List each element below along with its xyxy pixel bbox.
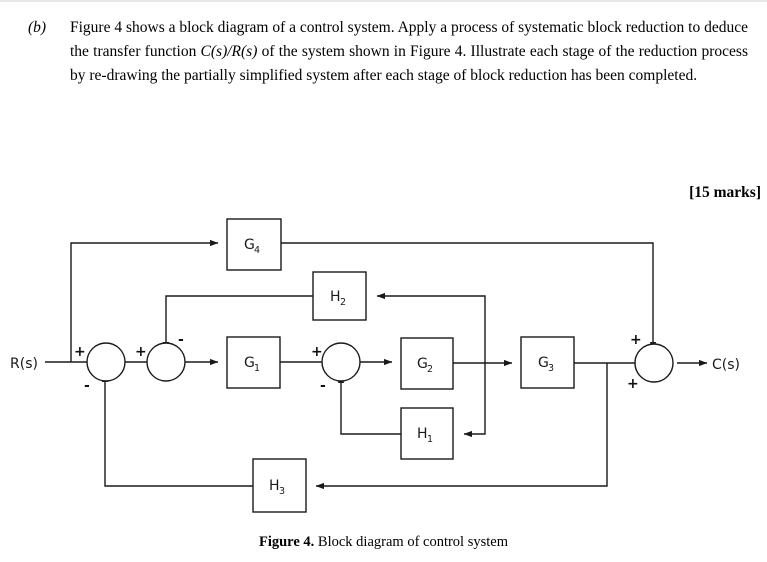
block-g1-subscript: 1 (254, 363, 260, 374)
block-g2-label: G (417, 356, 428, 372)
marks-allocation: [15 marks] (689, 184, 761, 201)
block-g1-label: G (244, 355, 255, 371)
sign-sum3-feedback: - (320, 378, 326, 394)
wire-branch-to-h3 (315, 363, 608, 490)
input-label-rs: R(s) (10, 356, 38, 372)
sign-sum4-top: + (630, 332, 642, 348)
question-text-part2: of the system shown in Figure 4. Illustr… (70, 43, 748, 84)
sign-sum1-input: + (74, 344, 86, 360)
block-g4-label: G (244, 237, 255, 253)
block-g3[interactable] (520, 336, 575, 389)
block-h1[interactable] (400, 407, 454, 460)
block-h2-subscript: 2 (340, 297, 346, 308)
summing-junction-2[interactable] (146, 342, 186, 382)
transfer-function-inline: C(s)/R(s) (200, 43, 258, 60)
block-g2-subscript: 2 (427, 364, 433, 375)
sign-sum2-input: + (135, 344, 147, 360)
block-h1-subscript: 1 (427, 434, 433, 445)
sign-sum3-input: + (311, 344, 323, 360)
block-h1-label: H (417, 426, 428, 442)
summing-junction-3[interactable] (321, 342, 361, 382)
sign-sum1-feedback: - (84, 378, 90, 394)
wire-h3-to-sum1 (101, 373, 253, 487)
figure-caption-number: Figure 4. (258, 534, 315, 550)
block-g2[interactable] (400, 337, 454, 390)
figure-caption-text: Block diagram of control system (314, 534, 508, 550)
top-rule (0, 0, 767, 2)
wire-input-branch-to-g4 (70, 239, 219, 362)
sign-sum4-input: + (627, 376, 639, 392)
wire-branch-to-h1 (463, 363, 486, 438)
block-h3[interactable] (252, 458, 307, 513)
wire-branch-to-h2 (376, 292, 486, 363)
sign-sum2-feedback: - (178, 332, 184, 348)
question-text: Figure 4 shows a block diagram of a cont… (70, 16, 748, 88)
summing-junction-1[interactable] (86, 342, 126, 382)
question-text-part1: Figure 4 shows a block diagram of a cont… (70, 19, 748, 60)
block-g1[interactable] (226, 336, 281, 389)
block-g4-subscript: 4 (254, 245, 260, 256)
wire-h1-to-sum3 (337, 374, 401, 435)
block-g4[interactable] (226, 218, 282, 271)
block-g3-label: G (538, 355, 549, 371)
summing-junction-4[interactable] (634, 343, 674, 383)
question-label: (b) (28, 19, 47, 36)
output-label-cs: C(s) (712, 357, 740, 373)
question-row: (b) Figure 4 shows a block diagram of a … (22, 16, 748, 88)
block-h3-label: H (269, 478, 280, 494)
block-g3-subscript: 3 (548, 363, 554, 374)
wire-h2-to-sum2 (162, 295, 313, 351)
block-h3-subscript: 3 (279, 486, 285, 497)
block-h2-label: H (330, 289, 341, 305)
wire-g4-to-sum4 (281, 242, 657, 351)
block-h2[interactable] (312, 271, 367, 321)
question-block: (b) Figure 4 shows a block diagram of a … (22, 16, 761, 201)
figure-caption: Figure 4. Block diagram of control syste… (0, 534, 767, 551)
